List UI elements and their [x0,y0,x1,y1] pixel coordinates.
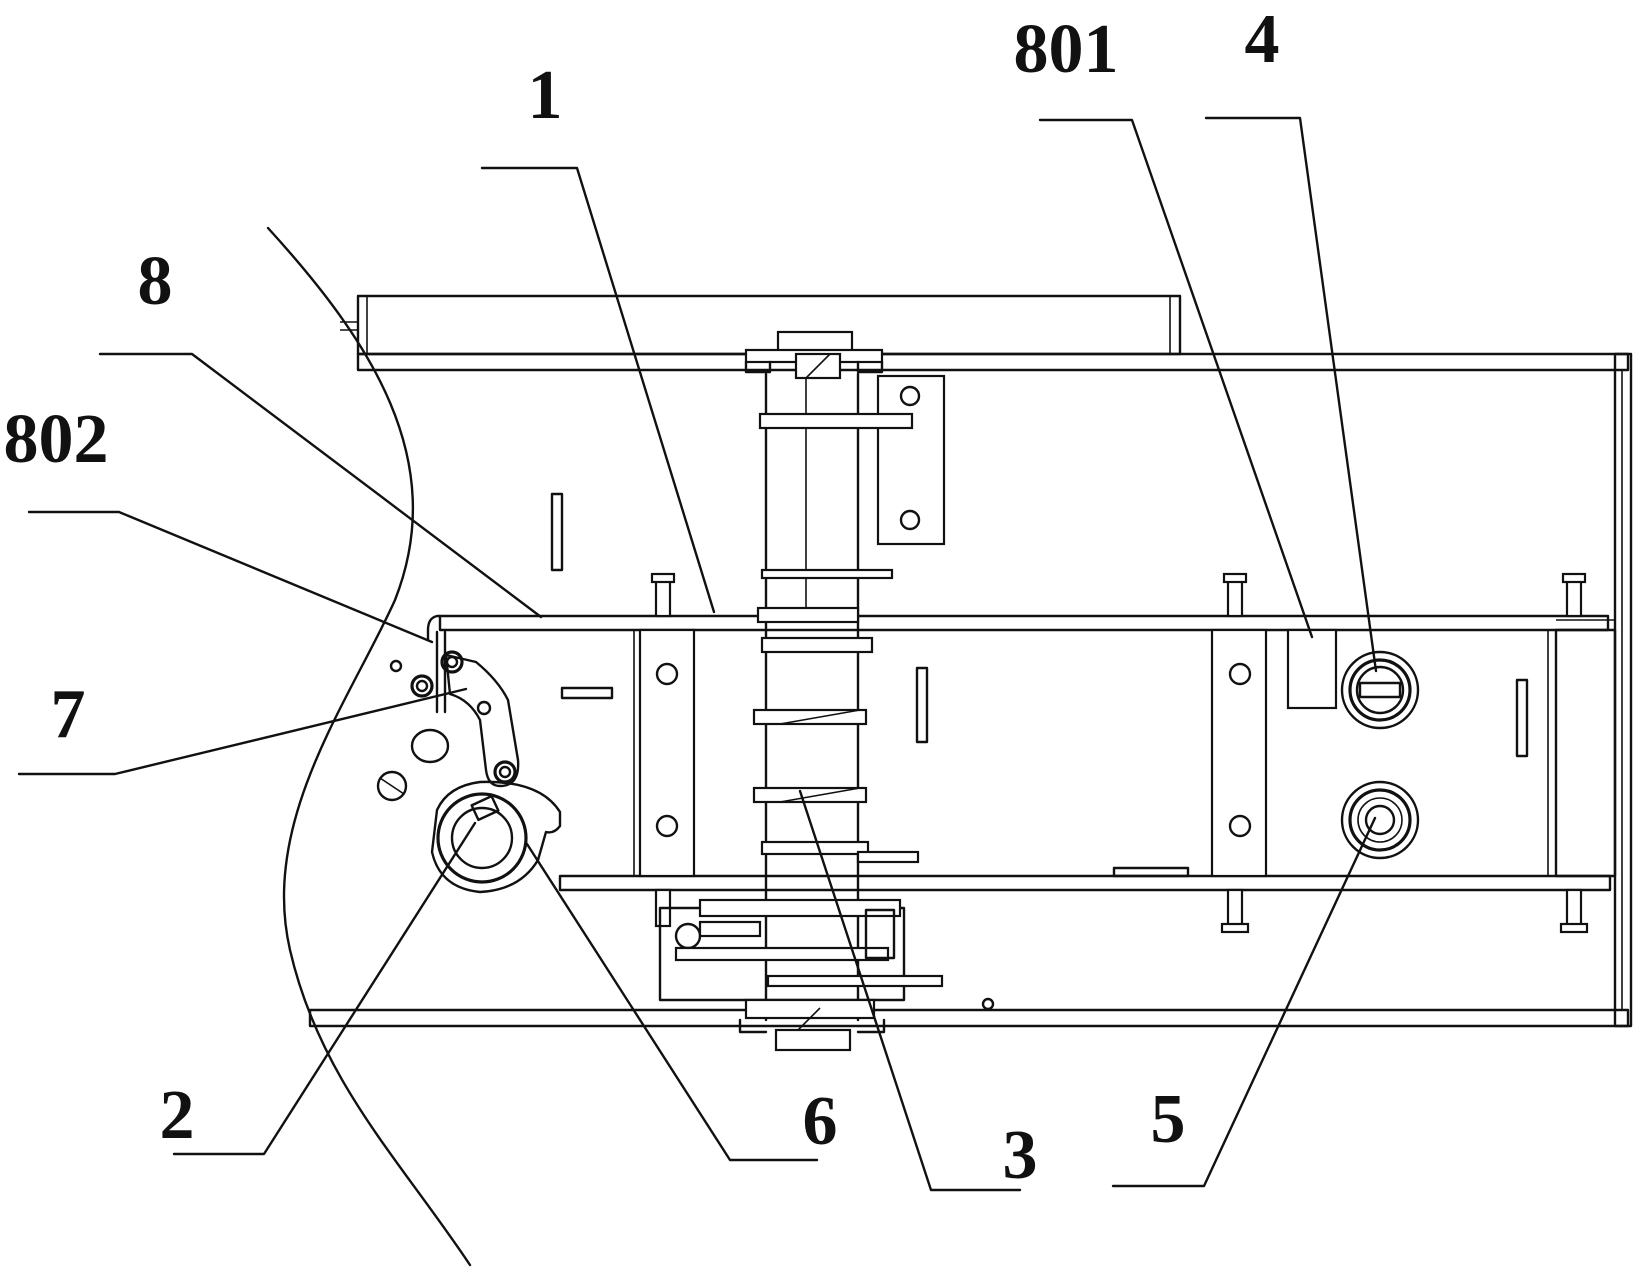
leader-1 [480,166,716,614]
top-cover-plate [356,294,1182,356]
leader-802 [27,510,434,644]
leader-3 [798,789,1022,1192]
bottom-wall [308,1008,1630,1028]
inner-frame [426,492,1612,1011]
top-bracket [876,374,946,546]
cam-assembly [430,780,562,894]
leader-7 [17,687,468,776]
callout-801: 801 [1014,11,1119,88]
leader-5 [1111,816,1377,1188]
callout-5: 5 [1151,1081,1186,1158]
leader-lines [17,116,1378,1192]
inner-frame-lower-rail [558,874,1612,892]
leader-8 [98,352,543,619]
leader-4 [1204,116,1378,673]
left-bracket [633,628,696,878]
right-end-wall [1613,352,1633,1028]
callout-802: 802 [4,401,109,478]
knob-4 [1340,650,1420,730]
inner-frame-upper-rail [438,614,1610,632]
leader-6 [525,842,819,1162]
break-line [266,226,472,1267]
latch-lever [376,630,520,802]
right-bracket [1210,628,1268,878]
leader-2 [172,821,477,1156]
leader-801 [1038,118,1314,639]
studs [650,572,1589,934]
callout-7: 7 [51,676,86,753]
callout-4: 4 [1245,1,1280,78]
callout-labels: 1 2 3 4 5 6 7 8 801 802 [4,1,1280,1194]
callout-3: 3 [1003,1117,1038,1194]
callout-1: 1 [528,57,563,134]
outer-housing [308,294,1633,1028]
hatched-end-block [1554,628,1617,878]
component-801-block [1286,628,1338,710]
callout-8: 8 [138,243,173,320]
top-wall [356,352,1630,372]
central-shaft [658,330,944,1052]
knob-5 [1340,780,1420,860]
callout-2: 2 [160,1077,195,1154]
callout-6: 6 [803,1083,838,1160]
